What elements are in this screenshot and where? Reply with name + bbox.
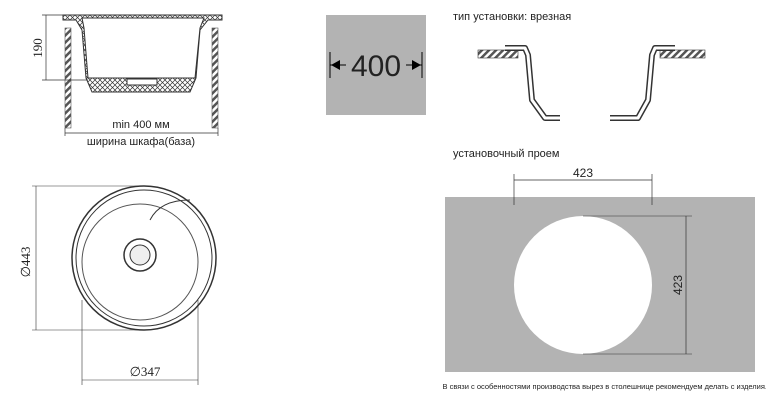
install-title: тип установки: врезная — [453, 11, 571, 23]
sink-bowl-edge — [81, 203, 199, 321]
cutout-width-dim: 423 — [573, 166, 593, 180]
cutout-height-dim: 423 — [671, 275, 685, 295]
cutout-diagram: установочный проем 423 423 — [445, 148, 755, 372]
arrow-icon — [331, 60, 421, 70]
sink-bowl — [81, 17, 205, 79]
drain-ring — [123, 238, 157, 272]
sink-rim-inner — [75, 189, 213, 327]
cabinet-width-label: ширина шкафа(база) — [87, 136, 195, 148]
height-dim: 190 — [30, 38, 45, 58]
top-view: ∅443 ∅347 — [18, 185, 217, 385]
cabinet-wall-left — [64, 27, 72, 129]
badge-value: 400 — [351, 50, 401, 83]
countertop-right — [659, 49, 706, 59]
cutout-title: установочный проем — [453, 148, 559, 160]
overflow-edge — [149, 199, 191, 221]
cutout-hole — [514, 216, 652, 354]
drain-outlet — [126, 78, 158, 86]
sink-profile-right-inner — [610, 46, 675, 120]
sink-rim-outer — [71, 185, 217, 331]
inner-diameter: ∅347 — [130, 364, 161, 379]
side-view: 190 min 400 мм ширина шкафа(база) — [30, 14, 223, 148]
countertop-left — [477, 49, 519, 59]
install-type: тип установки: врезная — [453, 11, 706, 121]
badge-label-background — [346, 50, 406, 80]
sink-profile-left-inner — [505, 46, 560, 120]
sink-profile-left — [505, 45, 560, 121]
footnote: В связи с особенностями производства выр… — [442, 382, 766, 391]
cabinet-size-badge: 400 — [326, 15, 426, 115]
drain-icon — [129, 244, 151, 266]
min-width-label: min 400 мм — [112, 119, 169, 131]
cabinet-wall-right — [211, 27, 219, 129]
outer-diameter: ∅443 — [18, 247, 33, 278]
